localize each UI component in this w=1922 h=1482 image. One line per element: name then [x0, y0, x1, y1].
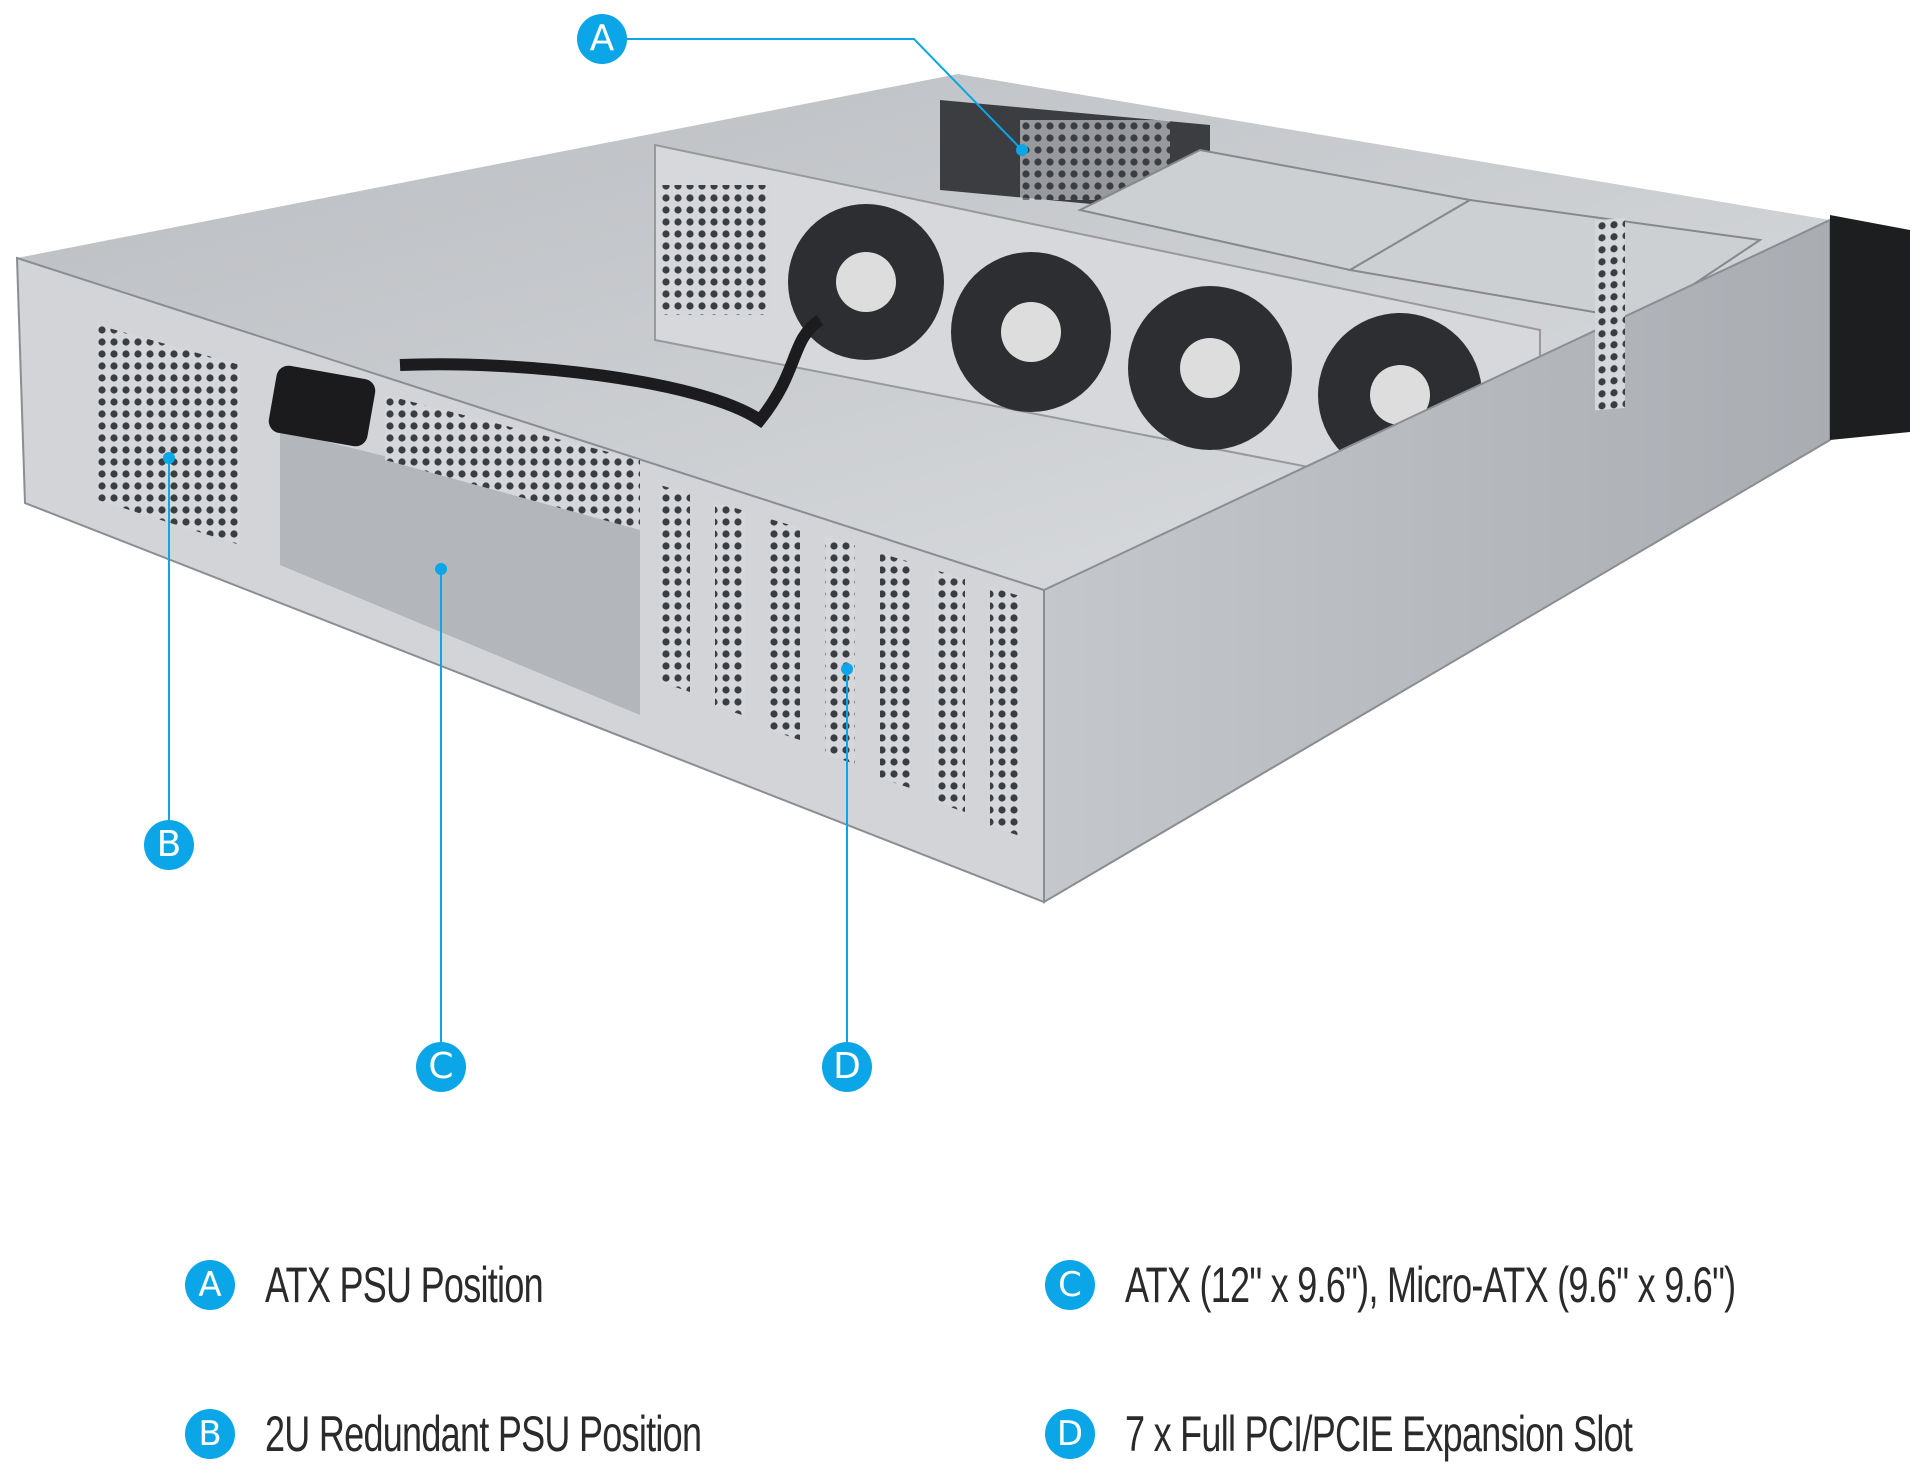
- legend-badge: B: [185, 1409, 235, 1459]
- legend-label: ATX (12" x 9.6"), Micro-ATX (9.6" x 9.6"…: [1125, 1257, 1736, 1313]
- drive-cage: [1347, 198, 1763, 322]
- legend-label: ATX PSU Position: [265, 1257, 544, 1313]
- leader-line-a: [627, 38, 1023, 151]
- pointer-dot-c: [435, 563, 447, 575]
- pci-slot: [660, 485, 690, 692]
- pointer-dot-b: [163, 452, 175, 464]
- legend-badge: D: [1045, 1409, 1095, 1459]
- pointer-dot-a: [1016, 144, 1028, 156]
- callout-d: D: [822, 1042, 872, 1092]
- legend-item-b: B 2U Redundant PSU Position: [185, 1404, 871, 1464]
- legend-badge: C: [1045, 1260, 1095, 1310]
- legend-item-a: A ATX PSU Position: [185, 1255, 651, 1315]
- redundant-psu-vent: [98, 325, 240, 545]
- pci-slot: [715, 502, 745, 716]
- legend-item-d: D 7 x Full PCI/PCIE Expansion Slot: [1045, 1404, 1829, 1464]
- pci-slot: [880, 553, 910, 788]
- legend-label: 2U Redundant PSU Position: [265, 1406, 702, 1462]
- legend-badge: A: [185, 1260, 235, 1310]
- expansion-slots: [660, 485, 1020, 836]
- power-cable: [399, 315, 824, 429]
- pci-slot: [770, 519, 800, 740]
- pointer-dot-d: [841, 663, 853, 675]
- legend-label: 7 x Full PCI/PCIE Expansion Slot: [1125, 1406, 1633, 1462]
- callout-c: C: [416, 1042, 466, 1092]
- legend-item-c: C ATX (12" x 9.6"), Micro-ATX (9.6" x 9.…: [1045, 1255, 1922, 1315]
- callout-a: A: [577, 14, 627, 64]
- power-socket: [268, 365, 376, 447]
- rack-ear: [1830, 215, 1910, 440]
- pci-slot: [990, 587, 1020, 836]
- pci-slot: [935, 570, 965, 812]
- pci-slot: [825, 536, 855, 764]
- callout-b: B: [144, 820, 194, 870]
- rear-vent: [385, 395, 640, 530]
